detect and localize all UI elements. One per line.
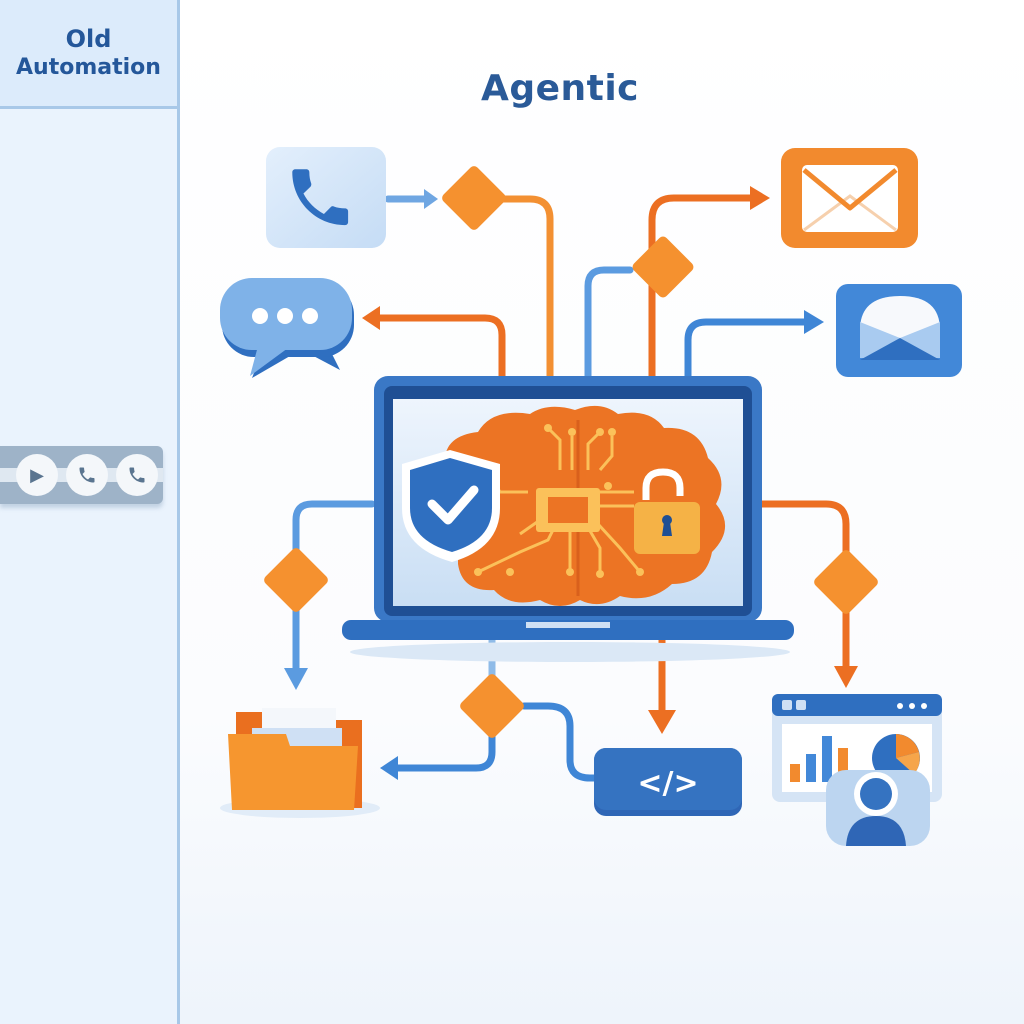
open-envelope-icon (836, 284, 962, 377)
play-icon[interactable]: ▶ (16, 454, 58, 496)
decision-diamond (264, 548, 328, 612)
laptop (342, 376, 794, 662)
panel-title-line1: Old (65, 25, 112, 53)
dashboard-icon (772, 694, 942, 846)
agentic-title: Agentic (480, 68, 640, 109)
phone-node (266, 147, 386, 248)
laptop-base (342, 620, 794, 640)
phone-icon (292, 169, 349, 226)
code-icon: </> (594, 748, 742, 816)
shield-check-icon (402, 450, 500, 562)
connectors (284, 186, 858, 782)
decision-diamond (442, 166, 506, 230)
chart-bar (806, 754, 816, 782)
phone-icon[interactable] (66, 454, 108, 496)
decision-diamond (460, 674, 524, 738)
decision-diamond (814, 550, 878, 614)
folder-icon (220, 708, 380, 818)
chat-bubble-icon (220, 278, 354, 378)
decision-diamond (632, 236, 694, 298)
old-automation-header: Old Automation (0, 0, 177, 109)
panel-title-line2: Automation (16, 55, 161, 80)
code-label: </> (637, 766, 698, 801)
envelope-icon (781, 148, 918, 248)
chart-bar (822, 736, 832, 782)
media-control-bar: ▶ (0, 446, 163, 504)
old-automation-panel: Old Automation ▶ (0, 0, 180, 1024)
padlock-icon (634, 468, 700, 554)
phone-icon[interactable] (116, 454, 158, 496)
brain-circuit-icon (431, 405, 726, 606)
decision-diamonds (264, 166, 878, 738)
chart-bar (838, 748, 848, 782)
chart-bar (790, 764, 800, 782)
play-glyph: ▶ (30, 464, 44, 486)
